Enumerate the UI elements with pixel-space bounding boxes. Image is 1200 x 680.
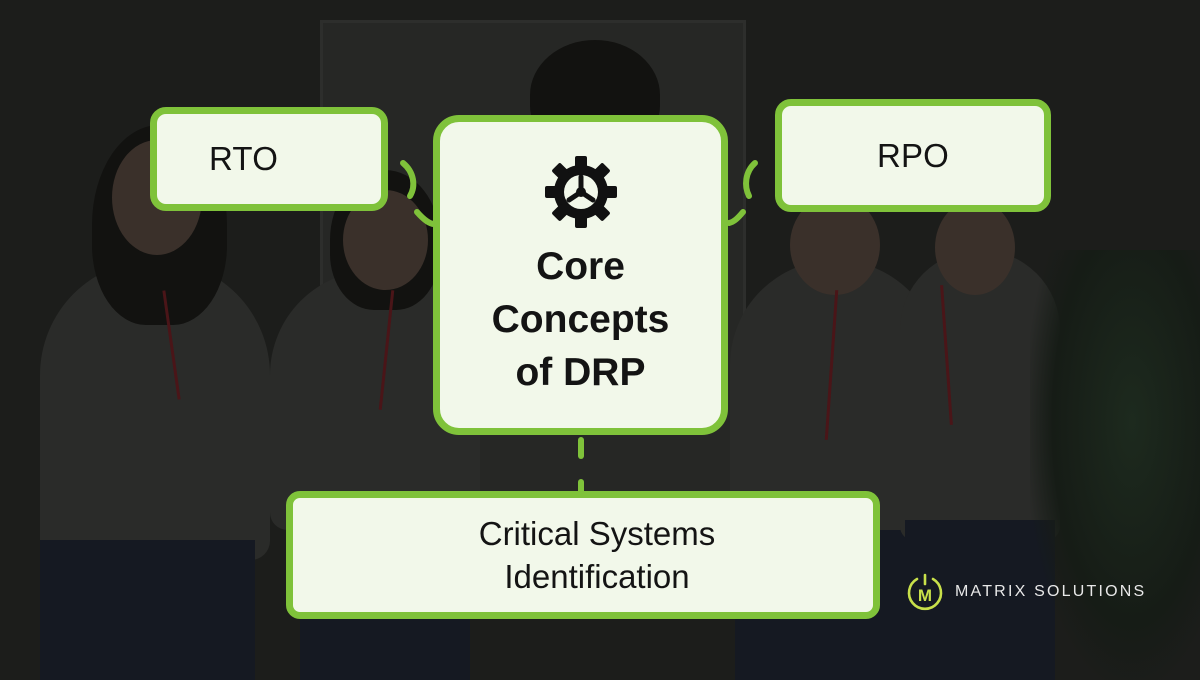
center-title-line-3: of DRP: [515, 351, 646, 394]
background-plant: [1030, 250, 1200, 680]
brand: M MATRIX SOLUTIONS: [905, 572, 1146, 612]
node-rto: RTO: [150, 107, 388, 211]
connector-rto-center-lower: [414, 209, 437, 227]
node-rto-label: RTO: [209, 140, 279, 177]
center-title: Core Concepts of DRP: [492, 240, 670, 399]
center-title-line-1: Core: [536, 245, 625, 288]
node-rpo-label: RPO: [876, 136, 950, 174]
connector-rto-center: [400, 160, 417, 199]
center-node: Core Concepts of DRP: [433, 115, 728, 435]
node-critical-systems-label: Critical Systems Identification: [478, 515, 716, 595]
connector-rpo-center-lower: [726, 209, 746, 226]
power-m-logo: M: [907, 573, 943, 611]
node-critical-systems: Critical Systems Identification: [286, 491, 880, 619]
connector-rpo-center: [743, 160, 758, 199]
brand-logo-letter: M: [918, 586, 932, 605]
node-rpo: RPO: [775, 99, 1051, 212]
center-title-line-2: Concepts: [491, 298, 670, 341]
gear-icon: [541, 152, 621, 232]
brand-name: MATRIX SOLUTIONS: [955, 583, 1147, 600]
